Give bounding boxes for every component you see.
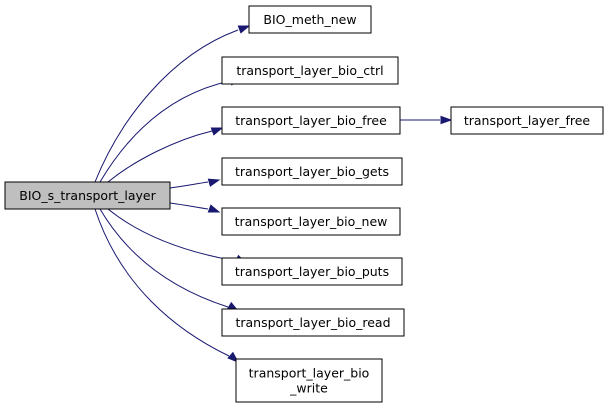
edge-line (94, 208, 230, 357)
edge-bio_free-to-tl_free (400, 115, 453, 125)
node-box[interactable] (221, 56, 399, 85)
node-bio_gets[interactable]: transport_layer_bio_gets (221, 157, 403, 186)
node-label: transport_layer_bio_new (235, 214, 388, 229)
arrowhead-icon (237, 25, 251, 34)
edge-root-to-bio_write (94, 208, 240, 363)
node-box[interactable] (221, 257, 403, 286)
edge-line (107, 130, 213, 183)
node-box[interactable] (221, 308, 405, 337)
node-tl_free[interactable]: transport_layer_free (450, 106, 604, 135)
node-label: BIO_meth_new (263, 12, 356, 27)
edge-root-to-meth_new (94, 25, 251, 183)
call-graph-nodes: BIO_s_transport_layer BIO_meth_newtranspo… (4, 5, 604, 403)
arrowhead-icon (207, 178, 221, 187)
edge-root-to-bio_read (99, 208, 240, 312)
node-bio_puts[interactable]: transport_layer_bio_puts (221, 257, 403, 286)
edge-root-to-bio_gets (169, 178, 221, 189)
arrowhead-icon (207, 204, 221, 213)
node-label: transport_layer_free (464, 113, 591, 128)
node-box[interactable] (221, 207, 401, 236)
node-bio_new[interactable]: transport_layer_bio_new (221, 207, 401, 236)
node-label: _write (289, 381, 328, 396)
node-label: transport_layer_bio_ctrl (236, 63, 383, 78)
node-bio_read[interactable]: transport_layer_bio_read (221, 308, 405, 337)
edge-root-to-bio_free (107, 127, 224, 183)
node-label: transport_layer_bio (249, 366, 370, 381)
node-label: BIO_s_transport_layer (19, 188, 156, 203)
edge-line (94, 29, 239, 183)
edge-root-to-bio_new (169, 202, 221, 213)
node-label: transport_layer_bio_puts (235, 264, 389, 279)
node-box[interactable] (4, 181, 171, 210)
node-label: transport_layer_bio_read (235, 315, 390, 330)
node-bio_free[interactable]: transport_layer_bio_free (221, 106, 401, 135)
node-box[interactable] (221, 157, 403, 186)
node-box[interactable] (450, 106, 604, 135)
edge-line (99, 208, 229, 308)
node-bio_write[interactable]: transport_layer_bio_write (235, 358, 383, 403)
node-meth_new[interactable]: BIO_meth_new (248, 5, 372, 34)
edge-line (169, 202, 209, 210)
node-root[interactable]: BIO_s_transport_layer (4, 181, 171, 210)
edge-line (169, 181, 209, 189)
arrowhead-icon (440, 115, 453, 125)
node-box[interactable] (221, 106, 401, 135)
edge-line (99, 80, 231, 183)
node-box[interactable] (235, 358, 383, 403)
node-bio_ctrl[interactable]: transport_layer_bio_ctrl (221, 56, 399, 85)
edge-line (107, 208, 237, 262)
node-label: transport_layer_bio_gets (235, 164, 389, 179)
arrowhead-icon (210, 127, 224, 136)
node-box[interactable] (248, 5, 372, 34)
node-label: transport_layer_bio_free (235, 113, 387, 128)
